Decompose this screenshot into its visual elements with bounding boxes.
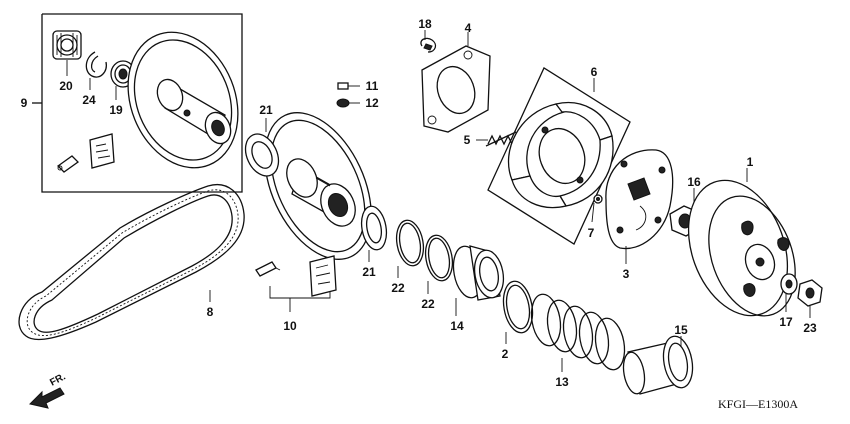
washer-17 [780, 273, 798, 312]
o-ring-2 [502, 280, 534, 344]
clutch-plate-4 [421, 32, 491, 133]
nut-7 [591, 194, 603, 223]
clutch-spring-5 [476, 131, 517, 147]
callout-9: 9 [21, 96, 28, 110]
callout-23: 23 [803, 321, 817, 335]
callout-15: 15 [674, 323, 688, 337]
callout-8: 8 [207, 305, 214, 319]
callout-22-b: 22 [421, 297, 435, 311]
callout-21-lower: 21 [362, 265, 376, 279]
spring-seat-15 [622, 335, 694, 395]
grease-note-icon [89, 133, 115, 169]
callout-12: 12 [365, 96, 379, 110]
callout-17: 17 [779, 315, 793, 329]
slider-piece [56, 155, 80, 173]
callout-22-a: 22 [391, 281, 405, 295]
clutch-outer-1 [687, 168, 796, 317]
needle-bearing-20 [52, 30, 82, 76]
callout-18: 18 [418, 17, 432, 31]
front-direction-arrow [29, 387, 65, 409]
oil-seal-21-lower [360, 205, 388, 262]
drive-plate-3 [605, 149, 674, 264]
o-ring-22-a [395, 219, 425, 278]
callout-20: 20 [59, 79, 73, 93]
callout-11: 11 [366, 79, 379, 93]
grease-note-icon-2 [309, 255, 337, 297]
movable-drive-face [127, 31, 239, 169]
callout-13: 13 [555, 375, 569, 389]
nut-23 [797, 279, 823, 318]
diagram-code: KFGI—E1300A [718, 397, 798, 411]
callout-1: 1 [747, 155, 754, 169]
callout-10: 10 [283, 319, 297, 333]
washer-12 [336, 98, 360, 108]
callout-2: 2 [502, 347, 509, 361]
guide-pin [255, 261, 281, 277]
callout-21-upper: 21 [259, 103, 273, 117]
seal-collar-14 [452, 245, 505, 316]
callout-3: 3 [623, 267, 630, 281]
circlip-24 [85, 51, 107, 90]
callout-6: 6 [591, 65, 598, 79]
front-marker-label: FR. [48, 371, 68, 388]
bolt-11 [337, 82, 360, 90]
clip-18 [420, 30, 437, 53]
callout-5: 5 [464, 133, 471, 147]
driven-spring-13 [530, 293, 626, 372]
assembly-box-9 [32, 13, 243, 193]
callout-4: 4 [465, 21, 472, 35]
callout-7: 7 [588, 226, 595, 240]
drive-belt-8 [18, 184, 245, 341]
callout-16: 16 [687, 175, 701, 189]
oil-seal-21-upper [244, 118, 280, 177]
callout-19: 19 [109, 103, 123, 117]
callout-24: 24 [82, 93, 96, 107]
callout-14: 14 [450, 319, 464, 333]
o-ring-22-b [424, 234, 454, 294]
clutch-shoe-box-6 [487, 67, 631, 245]
driven-face-10 [264, 112, 372, 312]
